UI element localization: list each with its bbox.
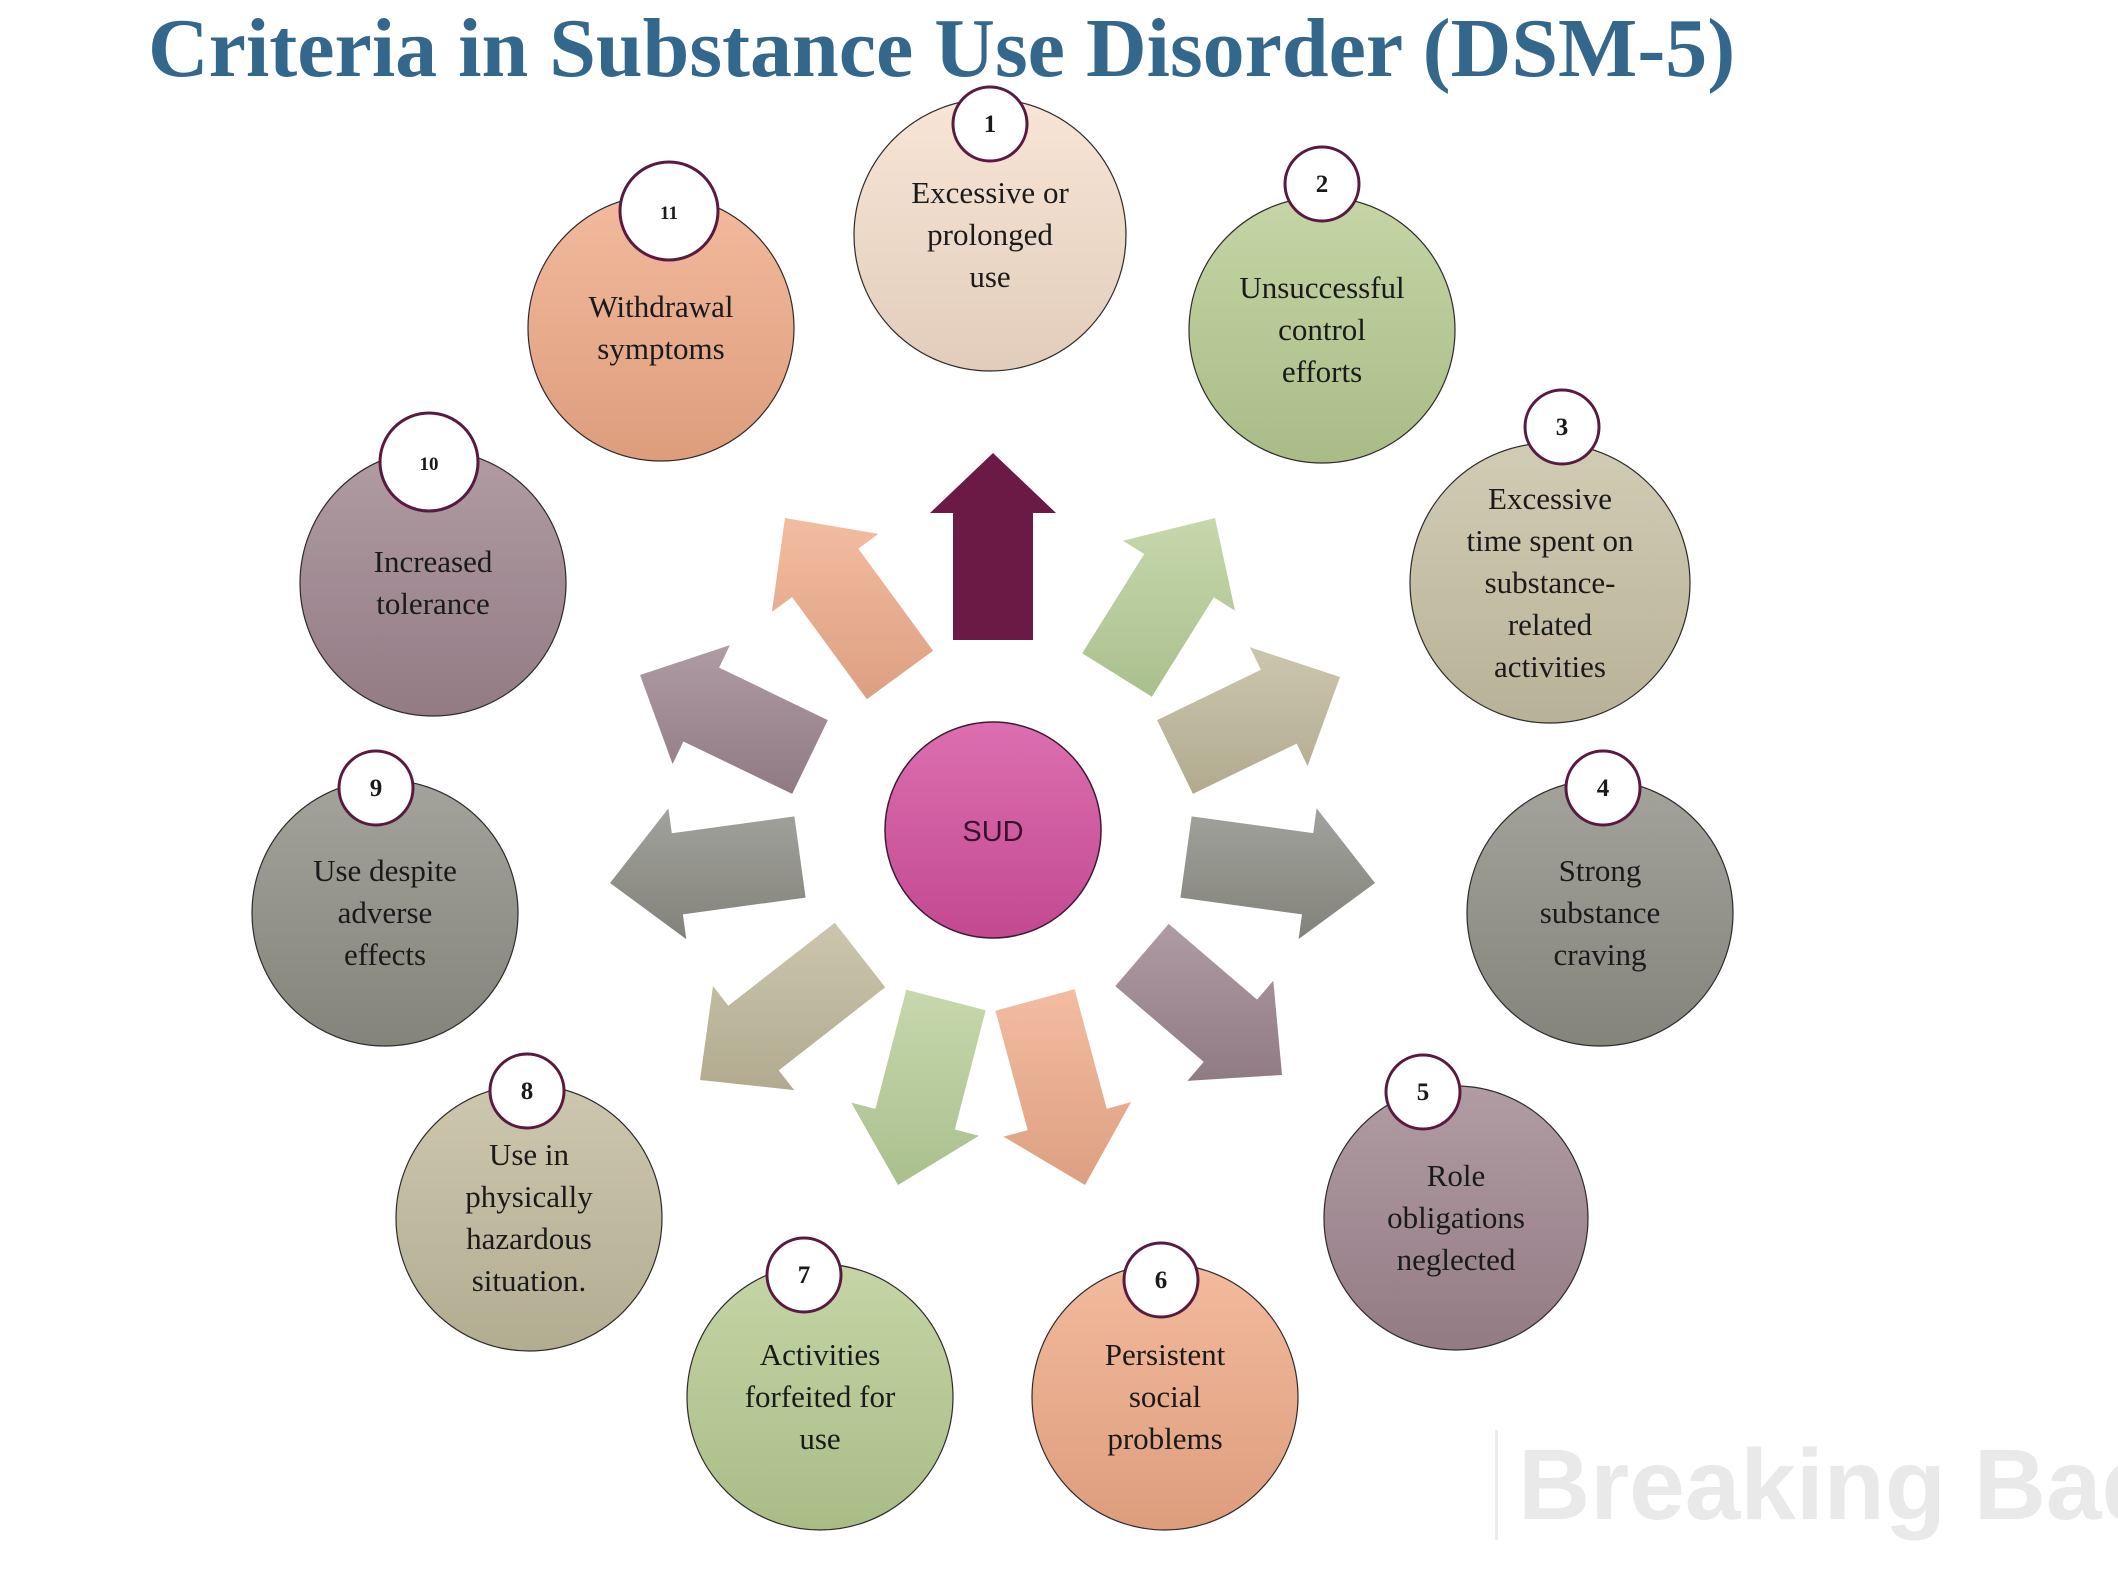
criterion-label-line: Excessive (1488, 481, 1612, 516)
criterion-label-line: related (1508, 607, 1593, 642)
arrow-11 (771, 518, 934, 700)
criterion-label-line: social (1129, 1379, 1201, 1414)
arrow-5 (1115, 923, 1282, 1081)
criterion-label-line: forfeited for (745, 1379, 896, 1414)
criterion-label-line: craving (1554, 937, 1647, 972)
criterion-1: Excessive or prolonged use 1 (853, 85, 1127, 372)
arrow-7 (851, 989, 986, 1185)
criterion-number: 11 (660, 203, 678, 224)
criterion-label-line: Persistent (1105, 1337, 1226, 1372)
criterion-number-badge (1564, 749, 1642, 827)
criterion-number: 2 (1316, 171, 1329, 198)
criterion-label-line: substance (1540, 895, 1661, 930)
criterion-4: Strong substance craving 4 (1466, 749, 1734, 1047)
criterion-label-line: use (969, 259, 1010, 294)
criterion-label-line: problems (1107, 1421, 1222, 1456)
criterion-number-badge (1384, 1053, 1462, 1131)
criterion-label-line: adverse (338, 895, 433, 930)
watermark: Breaking Bad (1495, 1430, 2118, 1540)
arrow-4 (1180, 808, 1375, 940)
arrow-2 (1082, 518, 1235, 697)
criterion-label-line: physically (465, 1179, 593, 1214)
criterion-label-line: tolerance (376, 586, 490, 621)
criterion-number: 3 (1556, 414, 1569, 441)
criterion-label-line: Strong (1559, 853, 1642, 888)
criterion-number: 6 (1155, 1267, 1168, 1294)
criterion-7: Activities forfeited for use 7 (686, 1236, 954, 1531)
criterion-6: Persistent social problems 6 (1031, 1241, 1299, 1531)
criterion-label-line: Use despite (313, 853, 457, 888)
arrow-3 (1157, 647, 1340, 794)
criterion-number-badge (378, 411, 480, 513)
criterion-number-badge (488, 1052, 566, 1130)
arrow-10 (640, 645, 828, 794)
criterion-label-line: Role (1427, 1158, 1486, 1193)
criterion-8: Use in physically hazardous situation. 8 (395, 1052, 663, 1352)
criterion-number-badge (1283, 145, 1361, 223)
criterion-label-line: Use in (489, 1137, 570, 1172)
criterion-label-line: obligations (1387, 1200, 1525, 1235)
criterion-label-line: prolonged (927, 217, 1053, 252)
criterion-label-line: Excessive or (911, 175, 1069, 210)
criterion-label-line: Withdrawal (588, 289, 733, 324)
arrow-9 (610, 808, 806, 940)
arrow-6 (995, 989, 1131, 1185)
criterion-label-line: use (799, 1421, 840, 1456)
criterion-number: 10 (420, 454, 439, 475)
criterion-label-line: time spent on (1466, 523, 1634, 558)
criterion-label-line: hazardous (466, 1221, 592, 1256)
criterion-11: Withdrawal symptoms 11 (527, 160, 795, 462)
criterion-label-line: neglected (1397, 1242, 1516, 1277)
criterion-label-line: Unsuccessful (1239, 270, 1404, 305)
criterion-label-line: effects (344, 937, 426, 972)
criterion-9: Use despite adverse effects 9 (251, 749, 519, 1047)
sud-center-label: SUD (962, 816, 1023, 848)
criterion-5: Role obligations neglected 5 (1323, 1053, 1589, 1351)
criterion-label-line: Activities (760, 1337, 881, 1372)
arrow-8 (700, 922, 886, 1091)
criterion-label-line: control (1278, 312, 1366, 347)
criterion-label-line: activities (1494, 649, 1606, 684)
criterion-number-badge (765, 1236, 843, 1314)
criterion-number: 5 (1417, 1079, 1430, 1106)
criterion-2: Unsuccessful control efforts 2 (1188, 145, 1456, 464)
criterion-label-line: substance- (1485, 565, 1616, 600)
criterion-number-badge (337, 749, 415, 827)
criterion-number: 1 (984, 111, 997, 138)
criterion-number: 9 (370, 775, 383, 802)
arrow-1 (930, 453, 1056, 640)
page-title: Criteria in Substance Use Disorder (DSM-… (148, 2, 1736, 95)
criterion-number-badge (1523, 388, 1601, 466)
criterion-number-badge (951, 85, 1029, 163)
sud-center-circle (884, 721, 1102, 939)
criterion-number: 4 (1597, 775, 1610, 802)
criterion-number-badge (1122, 1241, 1200, 1319)
criterion-label-line: symptoms (597, 331, 724, 366)
criterion-label-line: situation. (472, 1263, 587, 1298)
criterion-label-line: Increased (374, 544, 493, 579)
criterion-10: Increased tolerance 10 (299, 411, 567, 717)
criterion-number: 7 (798, 1262, 811, 1289)
criterion-3: Excessive time spent on substance-related a… (1409, 388, 1691, 724)
criterion-label-line: efforts (1282, 354, 1362, 389)
criterion-number: 8 (521, 1078, 534, 1105)
criterion-number-badge (618, 160, 720, 262)
